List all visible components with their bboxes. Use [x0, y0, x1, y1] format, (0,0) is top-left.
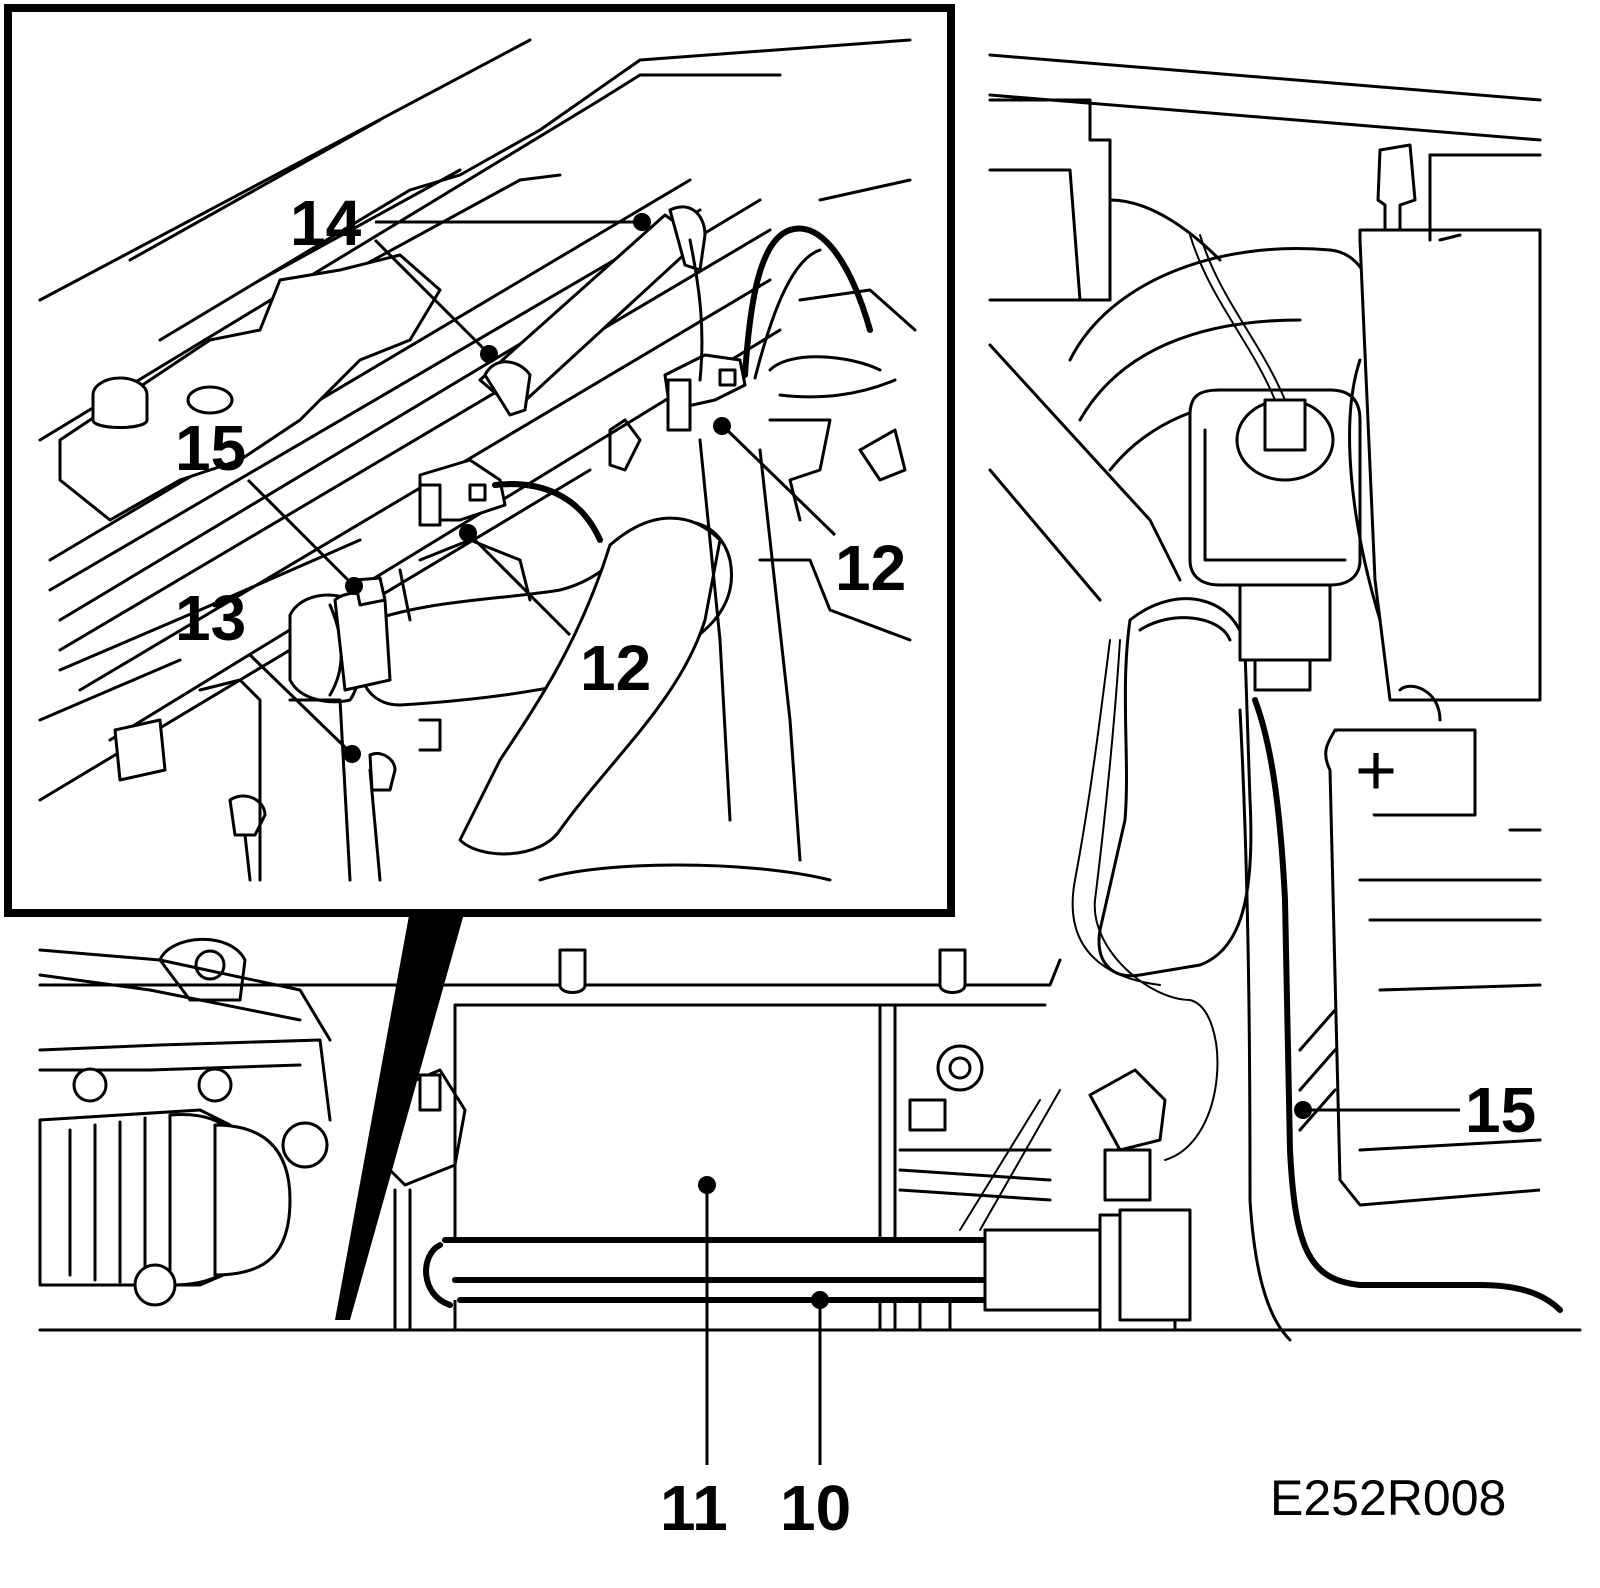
callout-12-lower: 12	[580, 632, 651, 704]
inset-hose	[288, 516, 733, 856]
battery	[1324, 153, 1542, 1207]
callout-10: 10	[780, 1472, 851, 1544]
main-view	[38, 53, 1582, 1342]
callout-12-upper: 12	[835, 532, 906, 604]
pipe-assembly	[423, 1208, 1192, 1332]
callout-11: 11	[660, 1472, 728, 1544]
callout-14: 14	[290, 187, 362, 259]
fluid-reservoir	[1188, 234, 1362, 692]
callout-13: 13	[175, 582, 246, 654]
figure-code: E252R008	[1270, 1470, 1506, 1526]
corrugated-boot	[38, 1108, 292, 1287]
callout-15-main: 15	[1465, 1074, 1536, 1146]
callout-15-inset: 15	[175, 412, 246, 484]
battery-positive-icon: +	[1355, 731, 1397, 811]
inset-detail	[4, 4, 955, 1320]
radiator-hose	[1097, 597, 1253, 978]
